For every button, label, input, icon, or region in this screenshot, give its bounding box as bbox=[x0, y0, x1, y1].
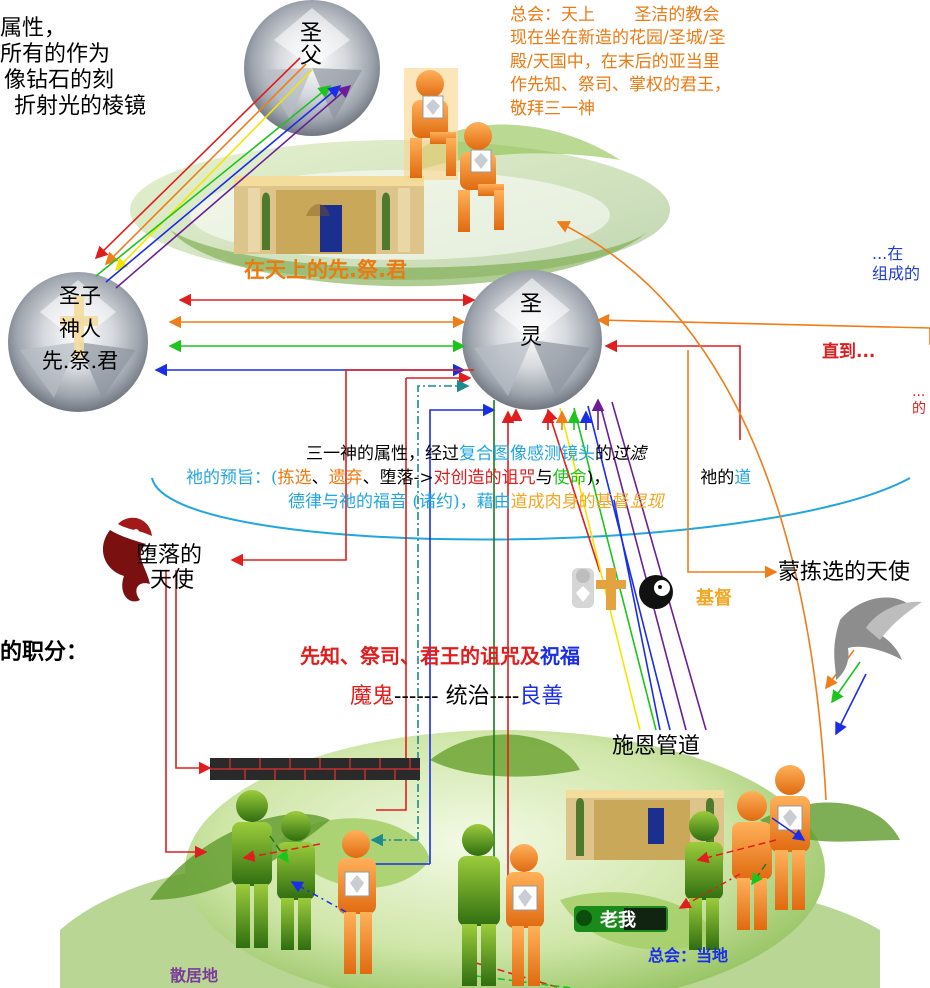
right-edge-mid: ... 的 bbox=[912, 384, 926, 418]
heaven-temple bbox=[234, 176, 424, 254]
lens-text: 祂的 bbox=[700, 468, 735, 488]
until-label: 直到... bbox=[822, 342, 876, 362]
heaven-seated-person-2 bbox=[458, 122, 504, 232]
lens-arc bbox=[151, 477, 911, 541]
fallen-angels-line: 天使 bbox=[150, 567, 195, 593]
lens-text: 遗弃 bbox=[328, 468, 363, 488]
elect-angels-label: 蒙拣选的天使 bbox=[778, 560, 911, 585]
christ-label: 基督 bbox=[696, 588, 732, 609]
son-spirit-arrows bbox=[154, 293, 476, 377]
heaven-label: 在天上的先.祭.君 bbox=[244, 258, 407, 282]
top-right-line: 现在坐在新造的花园/圣城/圣 bbox=[510, 28, 726, 49]
lens-text: 过滤 bbox=[612, 444, 646, 464]
lens-text: 祂的预旨：( bbox=[186, 468, 278, 488]
top-right-text: 总会：天上 圣洁的教会 现在坐在新造的花园/圣城/圣 殿/天国中，在末后的亚当里… bbox=[510, 4, 731, 121]
rule-line: 魔鬼------ 统治----良善 bbox=[350, 684, 563, 710]
key-bar-text: 老我 bbox=[600, 910, 636, 931]
lens-line-2: 祂的预旨：(拣选、遗弃、堕落->对创造的诅咒与使命)， 祂的道 bbox=[186, 468, 751, 488]
left-channel-arrows bbox=[165, 369, 573, 988]
lens-text: 使命 bbox=[552, 468, 587, 488]
curses-blessings-label: 先知、祭司、君王的诅咒及祝福 bbox=[300, 644, 580, 668]
lens-text: 复合图像感测镜头 bbox=[459, 444, 595, 464]
right-edge-mid-line: ... bbox=[912, 384, 926, 400]
fallen-angels-line: 堕落的 bbox=[136, 543, 203, 568]
brick-wall bbox=[210, 758, 420, 780]
diaspora-label: 散居地 bbox=[170, 966, 219, 985]
son-label-line: 圣子 bbox=[59, 284, 101, 308]
lens-line-1: 三一神的属性，经过复合图像感测镜头的过滤 bbox=[306, 444, 646, 464]
top-left-line: 折射光的棱镜 bbox=[14, 93, 147, 119]
green-key-bar bbox=[574, 906, 668, 932]
spirit-label-line: 圣 bbox=[520, 292, 543, 317]
top-right-line: 作先知、祭司、掌权的君王， bbox=[510, 75, 731, 96]
church-local-label: 总会：当地 bbox=[648, 946, 729, 965]
top-left-line: 所有的作为 bbox=[0, 41, 111, 67]
son-label-line: 先.祭.君 bbox=[41, 349, 119, 374]
christ-icons bbox=[572, 568, 673, 610]
dragon-icon bbox=[102, 517, 152, 602]
right-edge-top: ...在 组成的 bbox=[872, 244, 920, 284]
rule-good: 良善 bbox=[519, 684, 564, 709]
right-edge-top-line: ...在 bbox=[872, 244, 904, 263]
lens-text: 显现 bbox=[629, 492, 664, 512]
lens-text: 、 bbox=[311, 468, 329, 488]
heaven-seated-person-1 bbox=[404, 68, 458, 180]
offices-label: 的职分： bbox=[0, 640, 89, 665]
curses-blessings-text: 先知、祭司、君王的 bbox=[300, 644, 480, 668]
lens-text: 道成肉身的基督 bbox=[510, 492, 630, 512]
diamond-father bbox=[244, 0, 380, 136]
right-edge-top-line: 组成的 bbox=[872, 264, 921, 283]
cross-icon bbox=[60, 296, 98, 358]
lens-text: )， bbox=[586, 468, 611, 488]
lens-line-3: 德律与祂的福音 (诸约)，藉由道成肉身的基督显现 bbox=[288, 492, 664, 512]
spirit-label: 圣 灵 bbox=[520, 288, 542, 354]
lens-text: 、堕落-> bbox=[362, 468, 434, 488]
lens-text: 三一神的属性，经过 bbox=[306, 444, 459, 464]
rule-middle: ------ 统治---- bbox=[394, 684, 520, 709]
son-label: 圣子 神人 先.祭.君 bbox=[32, 280, 128, 378]
curses-blessings-text: 及 bbox=[520, 644, 540, 668]
top-left-text: 属性， 所有的作为 像钻石的刻 折射光的棱镜 bbox=[0, 16, 146, 120]
curses-blessings-text: 祝福 bbox=[540, 644, 580, 668]
eagle-icon bbox=[834, 597, 922, 680]
top-right-line: 敬拜三一神 bbox=[510, 98, 595, 119]
lens-text: 拣选 bbox=[277, 468, 312, 488]
father-label-line: 父 bbox=[300, 44, 323, 70]
right-edge-mid-line: 的 bbox=[912, 400, 926, 417]
father-label: 圣 父 bbox=[300, 22, 322, 68]
father-son-arrows bbox=[94, 57, 352, 289]
fallen-angels-label: 堕落的 天使 bbox=[136, 543, 203, 593]
father-label-line: 圣 bbox=[300, 21, 323, 46]
rule-devil: 魔鬼 bbox=[350, 684, 395, 709]
son-label-line: 神人 bbox=[59, 316, 101, 341]
diamond-son bbox=[8, 272, 148, 412]
grace-channel-label: 施恩管道 bbox=[612, 734, 701, 759]
lens-text: 德律与祂的福音 (诸约)，藉由 bbox=[288, 492, 511, 512]
lens-text: 道 bbox=[734, 468, 752, 488]
top-right-line: 总会：天上 圣洁的教会 bbox=[510, 5, 720, 25]
lens-text: 与 bbox=[535, 468, 553, 488]
lens-text: 对创造的诅咒 bbox=[433, 468, 536, 488]
spirit-label-line: 灵 bbox=[520, 325, 543, 350]
curses-blessings-text: 诅咒 bbox=[480, 644, 520, 668]
earth-people bbox=[232, 765, 810, 986]
top-right-line: 殿/天国中，在末后的亚当里 bbox=[510, 51, 720, 72]
diamond-spirit bbox=[462, 270, 602, 410]
right-side-arrows bbox=[556, 221, 930, 801]
top-left-line: 属性， bbox=[0, 16, 67, 41]
top-left-line: 像钻石的刻 bbox=[4, 67, 115, 93]
earth-interaction-arrows bbox=[242, 817, 806, 913]
lens-text: 的 bbox=[595, 444, 612, 464]
